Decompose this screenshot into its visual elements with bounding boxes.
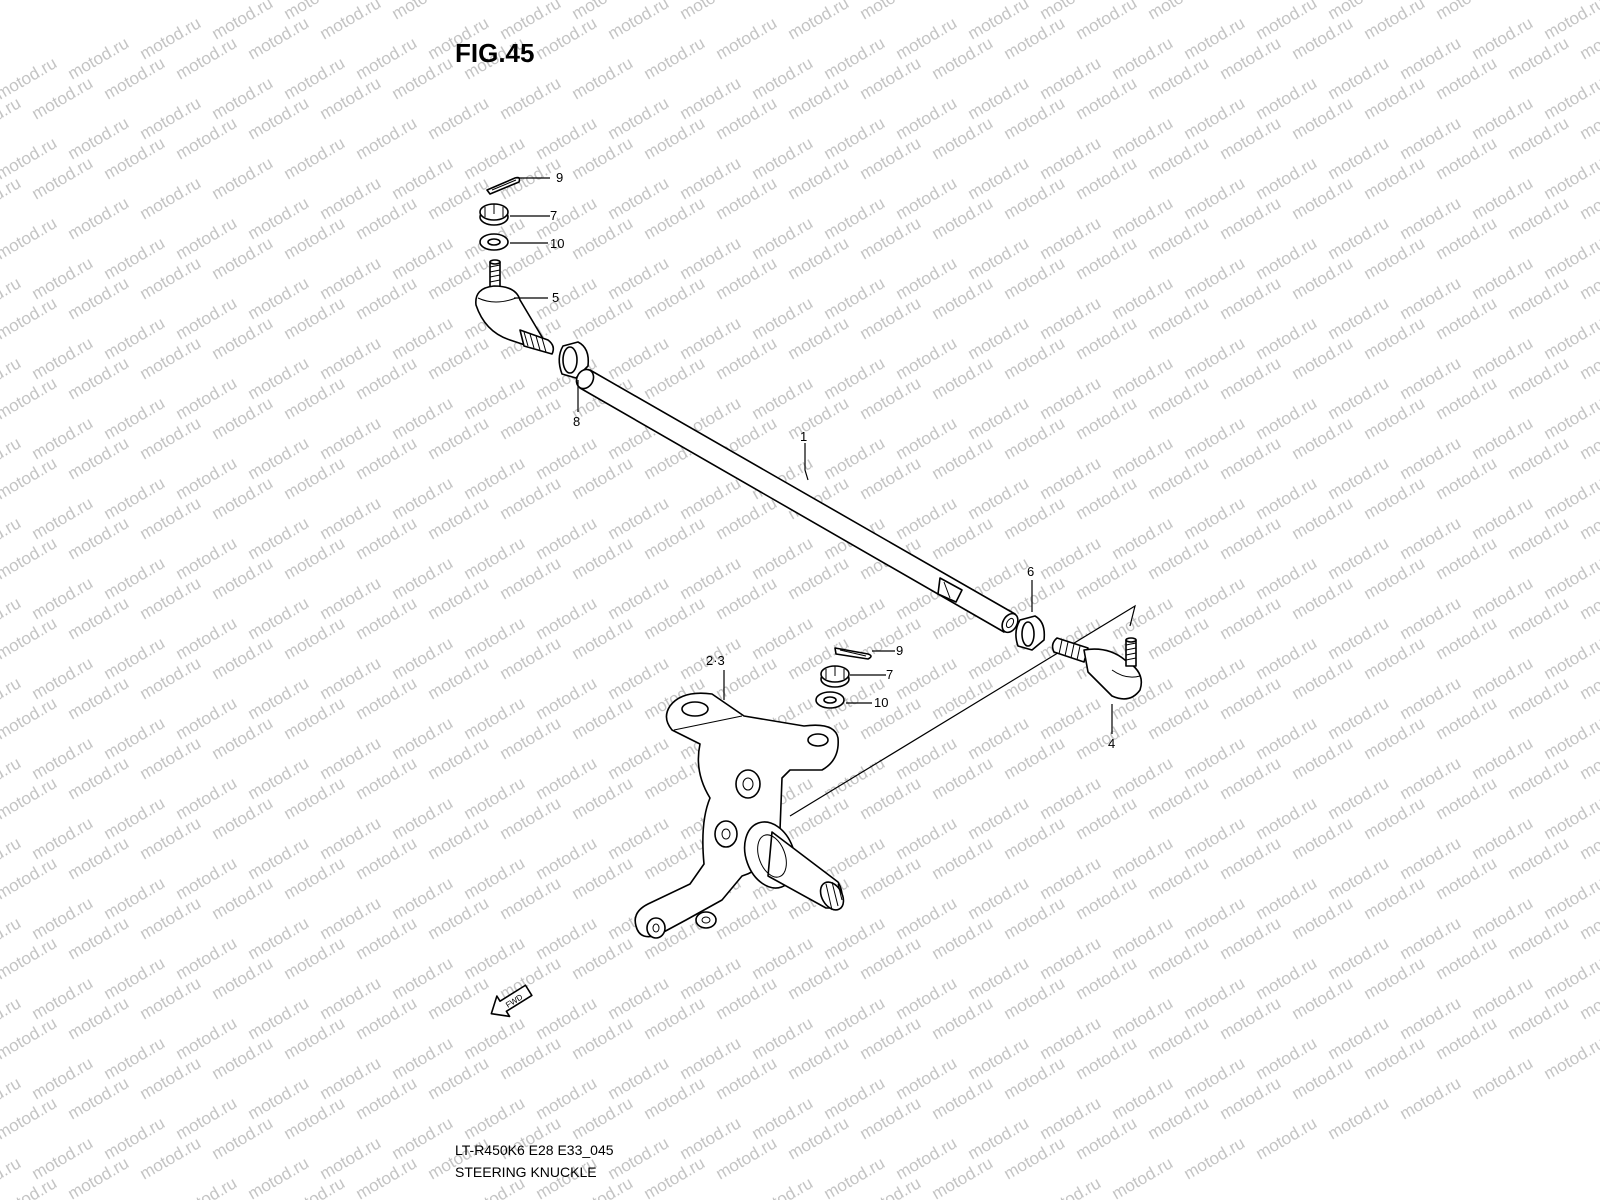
callout-6: 6 [1027,564,1034,579]
callout-leaders [510,177,1113,734]
fwd-arrow-icon: FWD [490,984,533,1018]
cotter-pin-lower [834,647,872,660]
castle-nut-upper [479,203,509,226]
tie-rod-end-right [1051,637,1143,700]
callout-7-lower: 7 [886,667,893,682]
callout-4: 4 [1108,736,1115,751]
callout-10-upper: 10 [550,236,564,251]
cotter-pin-upper [486,176,521,195]
model-code: LT-R450K6 E28 E33_045 [455,1142,614,1158]
figure-title: FIG.45 [455,38,535,68]
callout-9-lower: 9 [896,643,903,658]
steering-knuckle [634,692,845,939]
callout-numbers: 9 7 10 5 8 1 6 9 7 10 2·3 4 [550,170,1115,751]
callout-10-lower: 10 [874,695,888,710]
lock-nut-left [558,341,590,379]
callout-5: 5 [552,290,559,305]
tie-rod-shaft [575,368,1019,634]
reference-line [789,604,1136,817]
callout-1: 1 [800,429,807,444]
diagram-name: STEERING KNUCKLE [455,1164,597,1180]
castle-nut-lower [820,665,850,688]
callout-9-upper: 9 [556,170,563,185]
lock-nut-right [1015,615,1046,651]
callout-7-upper: 7 [550,208,557,223]
washer-lower [815,691,845,709]
tie-rod-end-upper [475,259,555,355]
washer-upper [479,233,509,251]
callout-8: 8 [573,414,580,429]
callout-2-3: 2·3 [706,653,725,668]
